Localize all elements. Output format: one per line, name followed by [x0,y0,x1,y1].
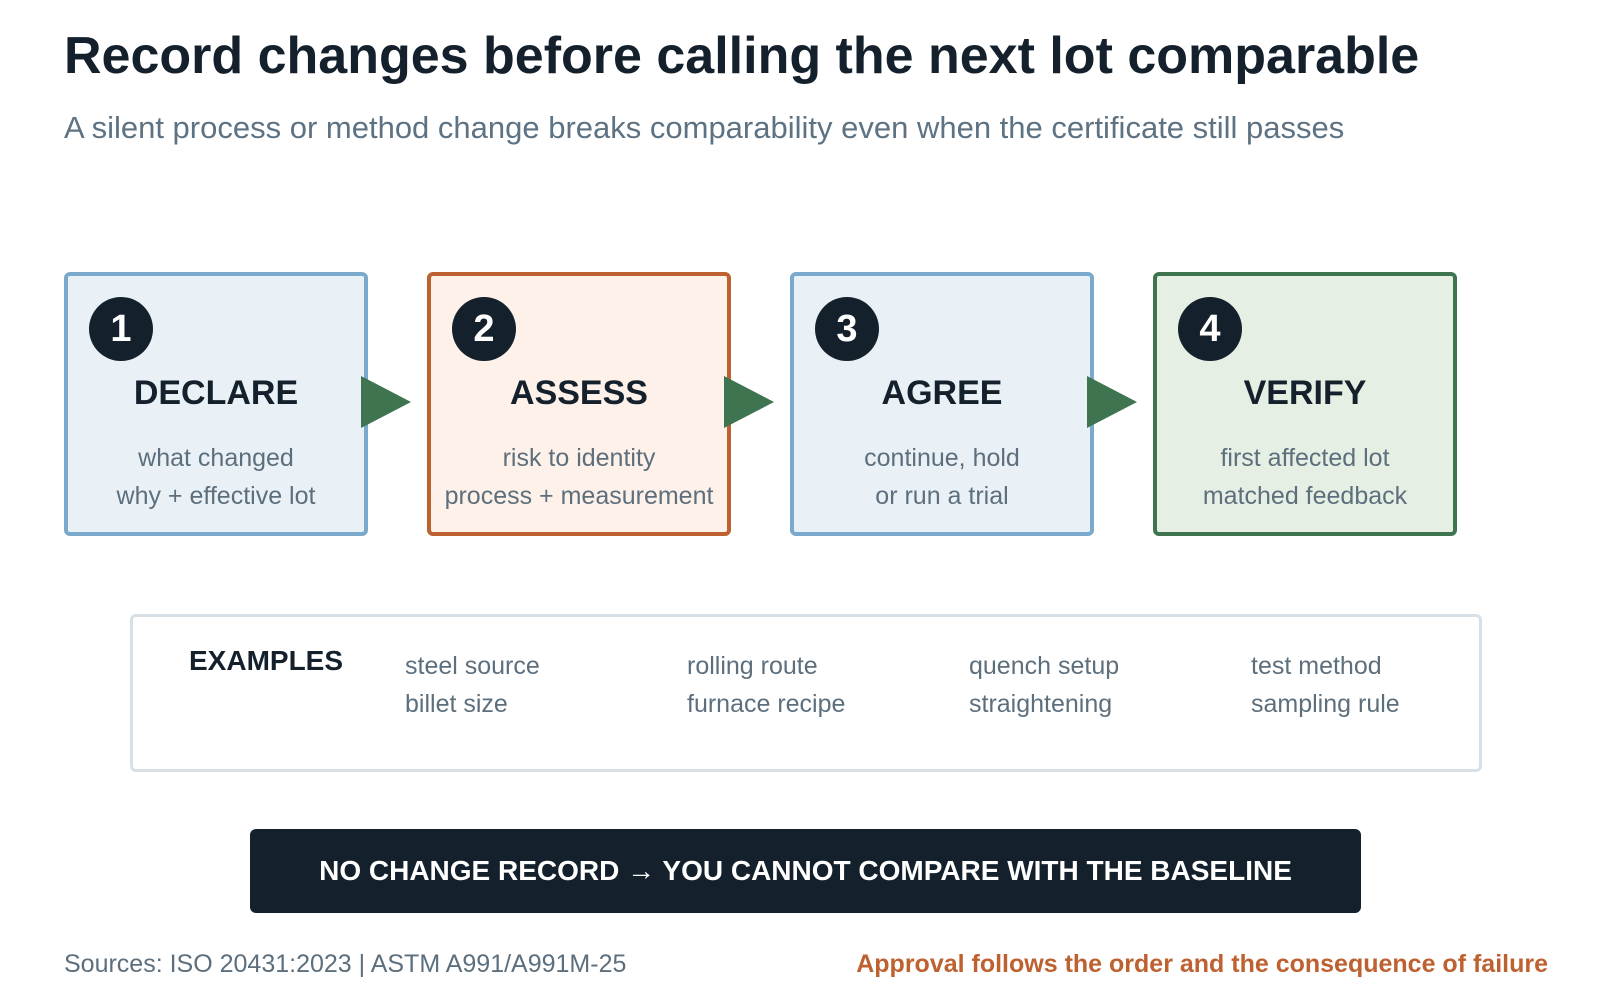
examples-label: EXAMPLES [189,645,344,676]
page-subtitle: A silent process or method change breaks… [64,110,1345,145]
step-number-badge: 2 [452,297,516,361]
examples-column: steel source billet size [405,647,540,723]
examples-column: rolling route furnace recipe [687,647,845,723]
example-item: sampling rule [1251,690,1400,718]
warning-banner: NO CHANGE RECORD → YOU CANNOT COMPARE WI… [250,829,1361,913]
step-verify: 4 VERIFY first affected lot matched feed… [1153,272,1457,536]
examples-column: test method sampling rule [1251,647,1400,723]
step-number-badge: 3 [815,297,879,361]
sources-text: Sources: ISO 20431:2023 | ASTM A991/A991… [64,950,627,978]
step-description-line: process + measurement [444,482,714,510]
example-item: steel source [405,652,540,680]
flow-arrow-icon [724,376,774,428]
example-item: test method [1251,652,1382,680]
example-item: quench setup [969,652,1120,680]
examples-panel: EXAMPLES steel source billet size rollin… [130,614,1482,772]
step-description-line: why + effective lot [116,482,316,510]
step-title: AGREE [881,374,1003,412]
examples-column: quench setup straightening [969,647,1119,723]
step-description-line: continue, hold [864,444,1020,472]
example-item: straightening [969,690,1113,718]
step-description-line: matched feedback [1202,482,1408,510]
page-title: Record changes before calling the next l… [64,27,1420,85]
step-description-line: risk to identity [502,444,656,472]
step-declare: 1 DECLARE what changed why + effective l… [64,272,368,536]
step-title: VERIFY [1243,374,1367,412]
step-agree: 3 AGREE continue, hold or run a trial [790,272,1094,536]
step-description-line: what changed [138,444,294,472]
step-number-badge: 1 [89,297,153,361]
step-title: DECLARE [133,374,299,412]
example-item: furnace recipe [687,690,846,718]
step-description-line: or run a trial [875,482,1009,510]
example-item: billet size [405,690,508,718]
step-title: ASSESS [510,374,648,412]
step-assess: 2 ASSESS risk to identity process + meas… [427,272,731,536]
step-number-badge: 4 [1178,297,1242,361]
step-description-line: first affected lot [1220,444,1390,472]
example-item: rolling route [687,652,818,680]
flow-arrow-icon [1087,376,1137,428]
flow-arrow-icon [361,376,411,428]
footnote-text: Approval follows the order and the conse… [856,950,1548,978]
